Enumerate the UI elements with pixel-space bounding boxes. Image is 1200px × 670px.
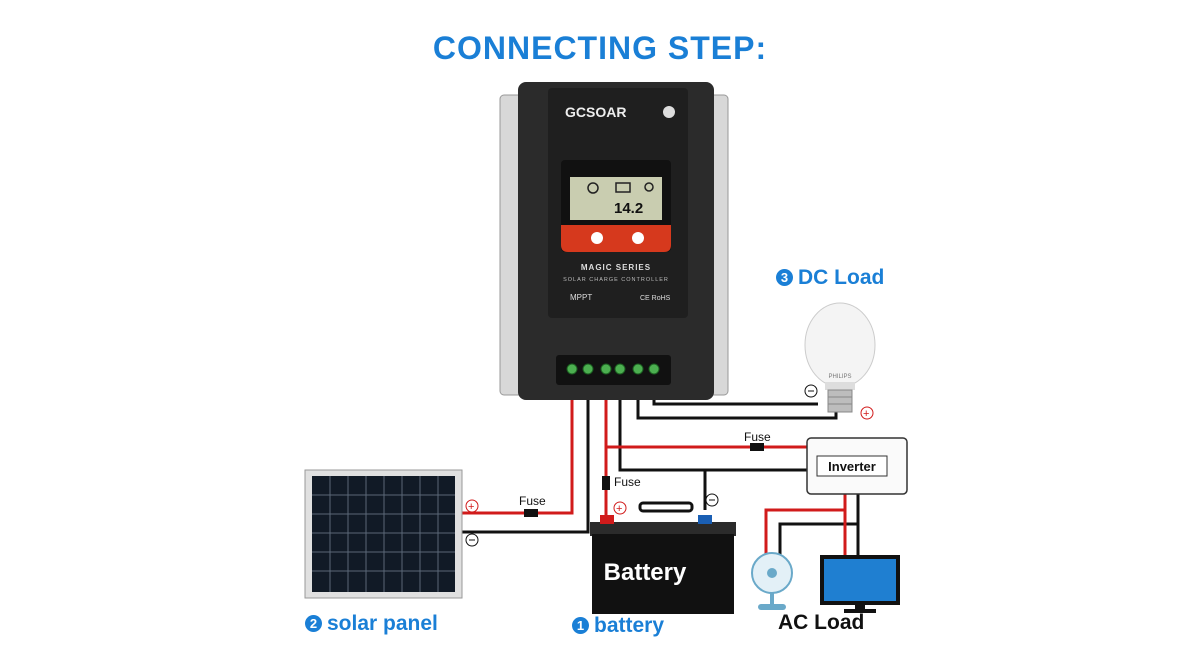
terminal-6 [648,363,660,375]
terminal-5 [632,363,644,375]
battery-body [592,534,734,614]
sun-icon [587,182,599,194]
cert-label: CE RoHS [640,295,671,302]
battery-handle [638,501,694,513]
bulb-lcd-icon [644,182,654,192]
page-title: CONNECTING STEP: [432,30,768,66]
wire-ac-red [764,492,847,556]
battery-negative-terminal [698,515,712,524]
fan [751,552,793,610]
dc-load-number: 3 [776,269,793,286]
terminal-block [556,355,671,385]
fuse-battery [602,476,610,490]
solar-panel-grid [312,476,455,592]
lcd-value: 14.2 [614,200,643,217]
fuse-label-battery: Fuse [614,475,641,489]
fuse-inverter [750,443,764,451]
monitor-base [844,609,876,613]
terminal-4 [614,363,626,375]
battery-lid [590,522,736,536]
battery: + Battery [590,493,736,614]
battery-body-label: Battery [604,559,687,586]
wire-load-negative [636,392,838,420]
terminal-2 [582,363,594,375]
light-bulb: PHILIPS + [804,302,876,420]
terminal-1 [566,363,578,375]
solar-panel-label: 2 solar panel [305,612,438,636]
wire-battery-negative [618,392,707,510]
bulb-brand: PHILIPS [828,374,851,380]
button-panel [561,225,671,252]
solar-positive-icon [465,499,479,513]
controller-brand: GCSOAR [565,104,626,120]
ac-load-label: AC Load [778,611,865,634]
battery-positive-terminal [600,515,614,524]
fuse-label-inverter: Fuse [744,430,771,444]
inverter-label: Inverter [828,459,876,474]
right-button[interactable] [632,232,644,244]
bluetooth-icon [663,106,675,118]
wire-ac-black [778,492,860,556]
terminals [566,363,660,375]
left-button[interactable] [591,232,603,244]
charge-controller: GCSOAR 14.2 MAGIC SERIES SOLAR CHARGE CO… [499,82,729,400]
wire-solar-positive [462,392,574,515]
inverter-label-box [816,455,888,477]
fan-base [758,604,786,610]
bulb-positive-sign: + [863,408,869,420]
fan-hub [767,568,777,578]
battery-positive-icon [613,501,627,515]
dc-load-text: DC Load [798,266,885,289]
bulb-neck [825,382,855,390]
terminal-3 [600,363,612,375]
fuse-solar [524,509,538,517]
solar-panel-text: solar panel [327,612,438,635]
wire-solar-negative [462,392,590,534]
battery-label: 1 battery [572,614,664,638]
solar-panel-number: 2 [305,615,322,632]
battery-text: battery [594,614,665,637]
mppt-label: MPPT [570,293,592,302]
series-label: MAGIC SERIES [581,263,651,272]
battery-lcd-icon [615,182,631,193]
battery-number: 1 [572,617,589,634]
fuse-label-solar: Fuse [519,494,546,508]
subtitle-label: SOLAR CHARGE CONTROLLER [563,277,669,283]
bulb-base [827,389,853,413]
solar-panel: + [304,469,479,599]
solar-positive-sign: + [468,501,474,513]
inverter: Inverter [806,437,908,495]
monitor-screen [824,559,896,601]
dc-load-label: 3 DC Load [776,266,884,290]
monitor-stand [855,605,865,610]
bulb-positive-icon [860,406,874,420]
battery-positive-sign: + [616,503,622,515]
monitor [820,555,900,613]
